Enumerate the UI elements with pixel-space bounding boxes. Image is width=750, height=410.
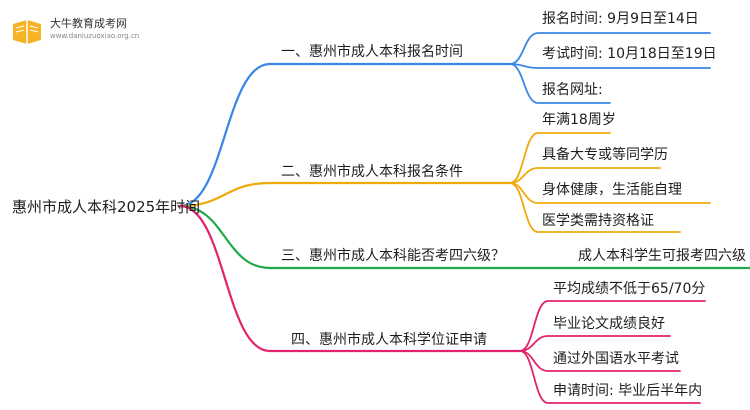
branch-4-leaf-1: 平均成绩不低于65/70分 [553,281,706,297]
root-node: 惠州市成人本科2025年时间 [12,198,201,216]
branch-2-leaf-3: 身体健康，生活能自理 [542,182,682,198]
branch-3-label: 三、惠州市成人本科能否考四六级？ [281,248,505,264]
branch-4-leaf-2: 毕业论文成绩良好 [553,316,665,332]
branch-3-leaf-1: 成人本科学生可报考四六级 [578,248,746,264]
branch-4-leaf-3: 通过外国语水平考试 [553,351,679,367]
book-logo-icon [13,20,41,44]
branch-4-label: 四、惠州市成人本科学位证申请 [291,332,487,348]
branch-1-leaf-1-connector [509,32,711,65]
branch-1-leaf-2: 考试时间: 10月18日至19日 [542,46,717,62]
branch-4-leaf-4-connector [519,350,701,404]
branch-2-leaf-4-connector [509,182,681,233]
logo-site-url: www.daniuzuoxiao.org.cn [50,32,140,40]
branch-1-leaf-3-connector [509,63,611,104]
branch-1-label: 一、惠州市成人本科报名时间 [281,44,463,60]
branch-3-connector [178,204,750,270]
branch-1-leaf-1: 报名时间: 9月9日至14日 [542,11,699,27]
logo-site-name: 大牛教育成考网 [50,17,127,30]
branch-1-leaf-2-connector [509,63,711,69]
branch-4-leaf-1-connector [519,300,706,352]
branch-2-leaf-1: 年满18周岁 [542,112,616,128]
branch-1-connector [178,62,512,208]
branch-1-leaf-3: 报名网址: [542,82,603,98]
branch-4-connector [178,204,522,353]
branch-2-leaf-2-connector [509,167,661,184]
branch-4-leaf-4: 申请时间: 毕业后半年内 [553,383,703,399]
branch-2-leaf-2: 具备大专或等同学历 [542,147,668,163]
branch-2-leaf-1-connector [509,132,611,184]
branch-2-connector [178,181,512,208]
branch-2-label: 二、惠州市成人本科报名条件 [281,164,463,180]
branch-2-leaf-4: 医学类需持资格证 [542,213,654,229]
site-logo: 大牛教育成考网 www.daniuzuoxiao.org.cn [10,14,140,48]
branch-4-leaf-2-connector [519,335,671,352]
